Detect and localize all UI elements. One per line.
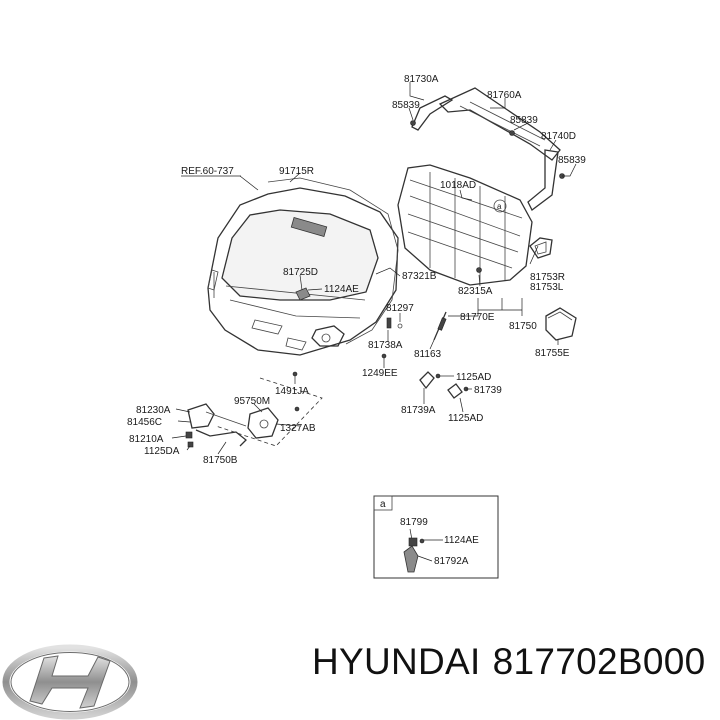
bracket-81755E [545,307,577,341]
label-81163: 81163 [414,349,442,360]
hyundai-logo [2,644,138,720]
motor-95750M [247,407,279,439]
label-81760A: 81760A [487,90,522,101]
label-81799: 81799 [400,517,428,528]
label-81753R: 81753R [530,272,565,283]
clip-85839-b [509,130,515,136]
side-trim-right [527,149,559,211]
label-85839-b: 85839 [510,115,538,126]
handle-81725D [295,287,311,301]
label-95750M: 95750M [234,396,270,407]
label-81792A: 81792A [434,556,469,567]
label-81730A: 81730A [404,74,439,85]
tailgate-outer [207,187,399,356]
label-1125AD-b: 1125AD [448,413,483,424]
label-1124AE-a: 1124AE [324,284,359,295]
label-81456C: 81456C [127,417,162,428]
latch-81738A [311,325,345,347]
label-81725D: 81725D [283,267,318,278]
label-81297: 81297 [386,303,414,314]
part-caption: HYUNDAI 817702B000 [312,632,712,692]
label-1018AD: 1018AD [440,180,476,191]
inner-trim-panel: a [397,164,533,286]
spoiler-trim [438,87,561,161]
label-81739A: 81739A [401,405,436,416]
side-trim-left [411,95,454,131]
upper-trim-group [410,87,565,211]
part-number: 817702B000 [492,641,706,682]
label-81739: 81739 [474,385,502,396]
part-labels: 81730A 85839 81760A 85839 81740D 85839 R… [127,74,586,466]
label-1249EE: 1249EE [362,368,398,379]
rod-81750B [195,429,247,447]
label-81740D: 81740D [541,131,576,142]
label-81770E: 81770E [460,312,495,323]
inset-tag: a [380,499,386,510]
label-87321B: 87321B [402,271,437,282]
label-85839-c: 85839 [558,155,586,166]
small-parts [185,237,577,448]
label-91715R: 91715R [279,166,314,177]
label-ref-60-737: REF.60-737 [181,166,234,177]
label-82315A: 82315A [458,286,493,297]
label-85839-a: 85839 [392,100,420,111]
clip-85839-a [410,120,416,126]
label-1125AD-a: 1125AD [456,372,491,383]
label-1491JA: 1491JA [275,386,309,397]
label-1327AB: 1327AB [280,423,316,434]
label-81753L: 81753L [530,282,564,293]
striker-81739A [419,371,435,390]
label-81210A: 81210A [129,434,164,445]
detail-inset: a 81799 1124AE 81792A [373,495,499,579]
label-81755E: 81755E [535,348,570,359]
label-81750: 81750 [509,321,537,332]
weatherstrip [267,177,399,345]
label-81230A: 81230A [136,405,171,416]
label-1124AE-b: 1124AE [444,535,479,546]
trim-panel-outline [397,164,533,286]
label-1125DA: 1125DA [144,446,180,457]
inset-ref-tag-on-panel: a [497,202,502,211]
label-81738A: 81738A [368,340,403,351]
cover-81753 [529,237,553,259]
rear-glass [221,209,379,301]
actuator-81230A [187,403,215,429]
brand-name: HYUNDAI [312,641,481,682]
label-81750B: 81750B [203,455,238,466]
leader-lines [171,82,577,455]
camera-81792A [403,545,419,573]
tailgate-panel [207,177,399,356]
